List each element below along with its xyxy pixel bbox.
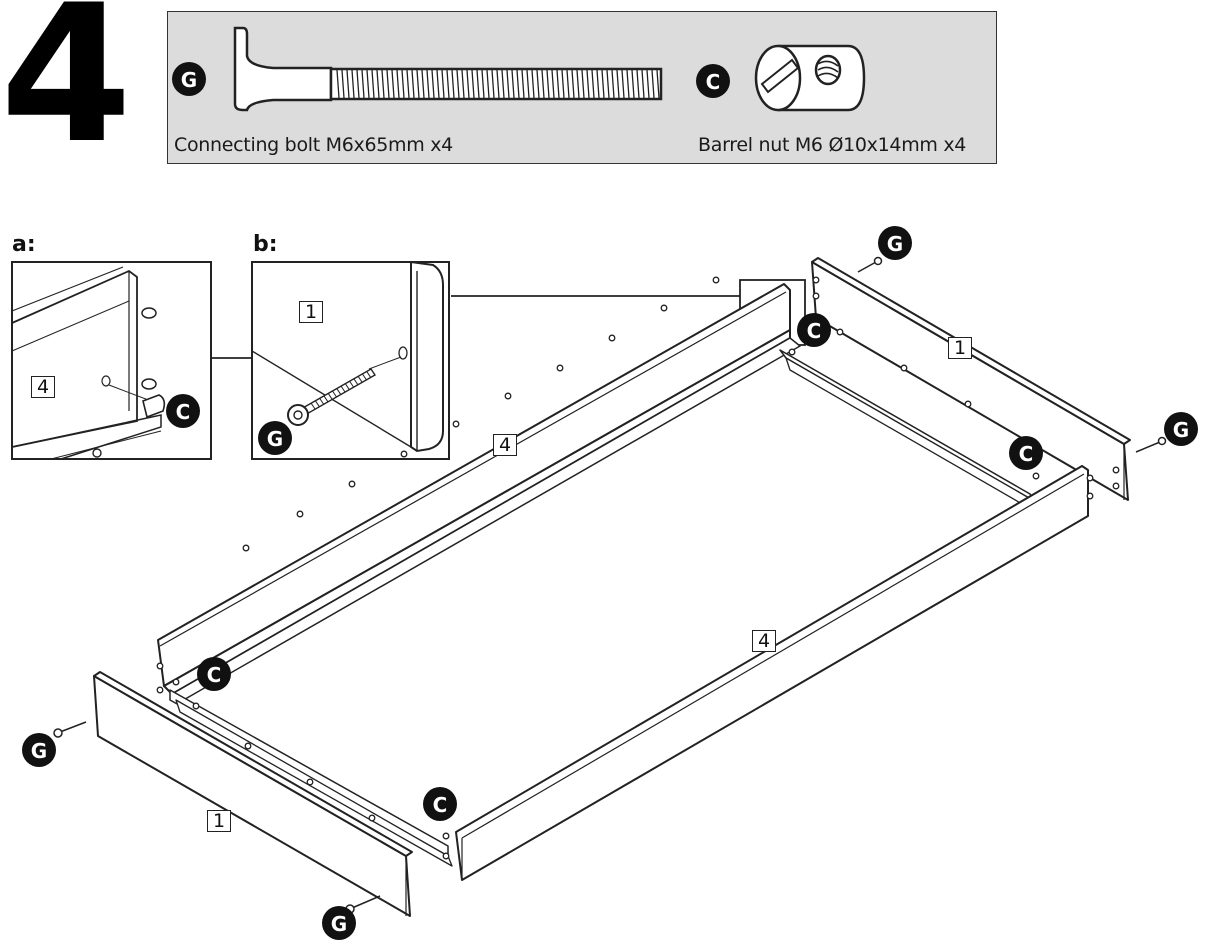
connecting-bolt-icon — [233, 26, 663, 112]
nut-label: Barrel nut M6 Ø10x14mm x4 — [698, 134, 967, 156]
step-number: 4 — [0, 0, 132, 185]
panel-tag-back-long: 4 — [493, 434, 517, 456]
detail-a-panel-tag: 4 — [31, 376, 55, 398]
nut-badge-front-left: C — [197, 657, 231, 691]
part-nut-badge: C — [696, 64, 730, 98]
nut-badge-front-right: C — [423, 787, 457, 821]
bolt-badge-front-right: G — [322, 906, 356, 940]
detail-b-title: b: — [253, 232, 278, 257]
bolt-label: Connecting bolt M6x65mm x4 — [174, 134, 453, 156]
panel-tag-front-long: 4 — [752, 630, 776, 652]
nut-badge-back-left: C — [797, 313, 831, 347]
bolt-badge-back-right: G — [1164, 412, 1198, 446]
barrel-nut-icon — [754, 44, 866, 112]
detail-b-panel-tag: 1 — [299, 301, 323, 323]
bolt-badge-front-left: G — [22, 733, 56, 767]
detail-b-badge: G — [258, 421, 292, 455]
detail-a-badge: C — [166, 394, 200, 428]
part-bolt-badge: G — [172, 62, 206, 96]
bolt-badge-back-left: G — [878, 226, 912, 260]
panel-tag-front-end: 1 — [207, 810, 231, 832]
detail-a-title: a: — [12, 232, 36, 257]
nut-badge-back-right: C — [1009, 436, 1043, 470]
panel-tag-back-end: 1 — [948, 337, 972, 359]
parts-list-box: G Connecting bolt M6x65mm x4 C Barrel nu… — [167, 11, 997, 164]
